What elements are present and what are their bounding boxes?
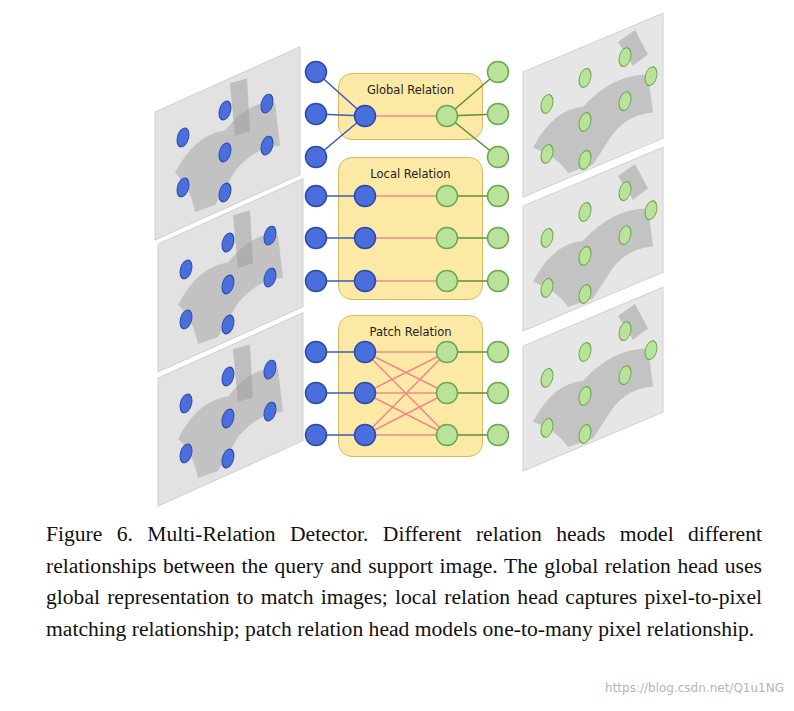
support-image bbox=[523, 287, 663, 471]
query-nodes bbox=[306, 62, 376, 446]
watermark: https://blog.csdn.net/Q1u1NG bbox=[605, 681, 784, 695]
head-title: Local Relation bbox=[339, 167, 482, 181]
relation-link bbox=[365, 115, 447, 117]
relation-link bbox=[365, 196, 447, 281]
head-title: Patch Relation bbox=[339, 325, 482, 339]
support-nodes bbox=[437, 62, 509, 446]
figure-caption: Figure 6. Multi-Relation Detector. Diffe… bbox=[46, 519, 762, 645]
relation-link bbox=[365, 352, 447, 435]
query-image bbox=[158, 313, 303, 506]
head-title: Global Relation bbox=[339, 83, 482, 97]
